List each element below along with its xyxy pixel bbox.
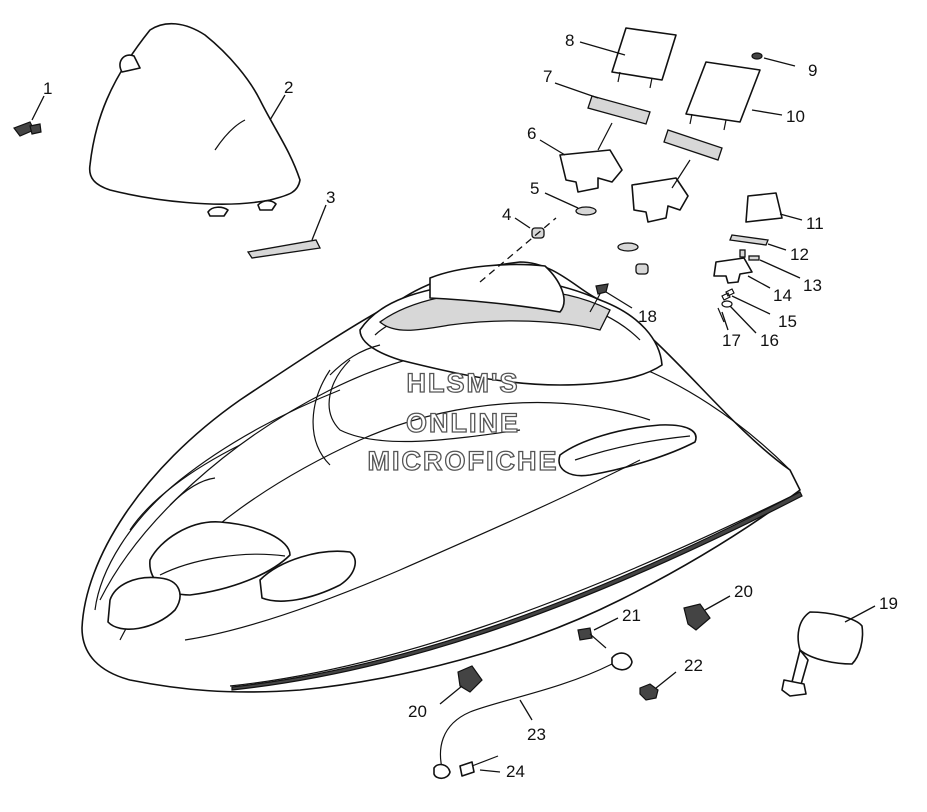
callout-7: 7 [543,67,552,86]
callout-6: 6 [527,124,536,143]
part-6-bezel [539,139,689,223]
watermark: HLSM'S ONLINE MICROFICHE [367,367,559,476]
hood-part [81,261,803,693]
part-7-lens [554,82,723,189]
part-14-small-bezel [713,257,771,289]
part-13-pin [739,249,801,279]
dashed-guide [479,217,557,283]
part-20-grommet-right [683,595,731,631]
callout-19: 19 [879,594,898,613]
part-12-small-lens [729,234,787,251]
callout-21: 21 [622,606,641,625]
callout-17: 17 [722,331,741,350]
part-4-grommet [514,217,649,275]
watermark-line-2: ONLINE [406,408,520,438]
part-15-spring [721,288,771,315]
part-20-grommet-left [439,665,483,705]
callout-5: 5 [530,179,539,198]
callout-20b: 20 [408,702,427,721]
callout-12: 12 [790,245,809,264]
part-19-mirror [781,605,876,697]
callout-22: 22 [684,656,703,675]
part-16-washer [721,300,757,334]
callout-labels: 1 2 3 4 5 6 7 8 9 10 11 12 13 14 15 16 1… [43,31,898,781]
callout-14: 14 [773,286,792,305]
callout-23: 23 [527,725,546,744]
part-3-clip [246,204,327,259]
part-11-small-gauge [745,192,803,223]
callout-9: 9 [808,61,817,80]
callout-8: 8 [565,31,574,50]
callout-4: 4 [502,205,511,224]
part-9-screw [751,52,796,67]
callout-24: 24 [506,762,525,781]
part-22-nut [639,671,677,701]
part-10-gauge [685,61,783,131]
callout-16: 16 [760,331,779,350]
part-23-tether [433,652,633,780]
callout-13: 13 [803,276,822,295]
callout-15: 15 [778,312,797,331]
part-21-bolt [577,617,619,649]
callout-2: 2 [284,78,293,97]
part-17-clip [717,307,729,331]
callout-10: 10 [786,107,805,126]
watermark-line-3: MICROFICHE [368,446,559,476]
part-18-screw [589,283,633,313]
watermark-line-1: HLSM'S [407,368,520,398]
callout-1: 1 [43,79,52,98]
part-8-gauge [579,27,677,89]
callout-20a: 20 [734,582,753,601]
callout-18: 18 [638,307,657,326]
part-5-washer [544,192,639,252]
callout-11: 11 [806,214,824,233]
part-2-windshield [88,22,301,217]
part-1-fastener [13,95,45,137]
part-24-rivet [459,755,501,777]
callout-3: 3 [326,188,335,207]
